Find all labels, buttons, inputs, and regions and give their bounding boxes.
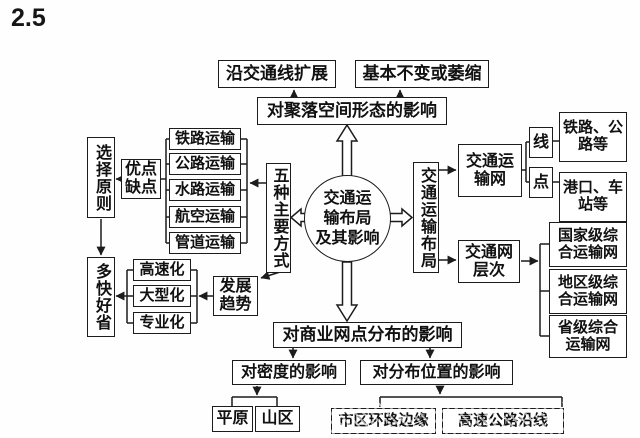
arrow-lines [96, 89, 539, 396]
hollow-arrows [289, 123, 414, 323]
node-unchanged-or-shrink: 基本不变或萎缩 [355, 60, 489, 88]
node-selection-principle: 选择原则 [87, 137, 115, 218]
node-trend-highspeed: 高速化 [133, 259, 191, 281]
node-point: 点 [529, 167, 553, 198]
node-mode-pipeline: 管道运输 [169, 232, 241, 254]
node-mode-water: 水路运输 [169, 179, 241, 201]
node-line: 线 [529, 127, 553, 158]
node-mode-road: 公路运输 [169, 153, 241, 175]
node-level-provincial: 省级综合 运输网 [549, 315, 627, 358]
node-level-national: 国家级综 合运输网 [549, 222, 627, 267]
node-mode-rail: 铁路运输 [169, 128, 241, 150]
node-pros-cons: 优点 缺点 [121, 159, 161, 199]
node-transport-network: 交通运 输网 [458, 144, 522, 197]
node-settlement-impact: 对聚落空间形态的影响 [257, 97, 447, 125]
page-title: 2.5 [11, 4, 46, 32]
node-ring-road-edge: 市区环路边缘 [331, 408, 436, 434]
node-expand-along-lines: 沿交通线扩展 [218, 60, 336, 88]
node-five-modes: 五种主要方式 [266, 163, 291, 273]
hollow-arrow-up [335, 123, 359, 177]
node-central-topic: 交通运 输布局 及其影响 [304, 175, 391, 262]
hollow-arrow-down [335, 261, 359, 323]
node-trend-largescale: 大型化 [133, 285, 191, 307]
node-commerce-impact: 对商业网点分布的影响 [273, 322, 462, 348]
node-network-levels: 交通网 层次 [458, 240, 520, 283]
node-plain: 平原 [212, 406, 253, 432]
node-mode-air: 航空运输 [169, 206, 241, 228]
node-along-highway: 高速公路沿线 [442, 408, 564, 434]
hollow-arrow-right [388, 207, 414, 228]
node-point-examples: 港口、车 站等 [559, 172, 627, 222]
node-development-trend: 发展 趋势 [213, 276, 258, 316]
node-location-impact: 对分布位置的影响 [360, 360, 513, 385]
node-line-examples: 铁路、公 路等 [559, 112, 627, 162]
node-transport-layout: 交通运输布局 [413, 162, 439, 273]
node-density-impact: 对密度的影响 [232, 360, 346, 385]
node-goal: 多快好省 [87, 257, 115, 337]
node-trend-specialized: 专业化 [133, 312, 191, 334]
node-mountain: 山区 [255, 406, 300, 432]
node-level-regional: 地区级综 合运输网 [549, 269, 627, 314]
